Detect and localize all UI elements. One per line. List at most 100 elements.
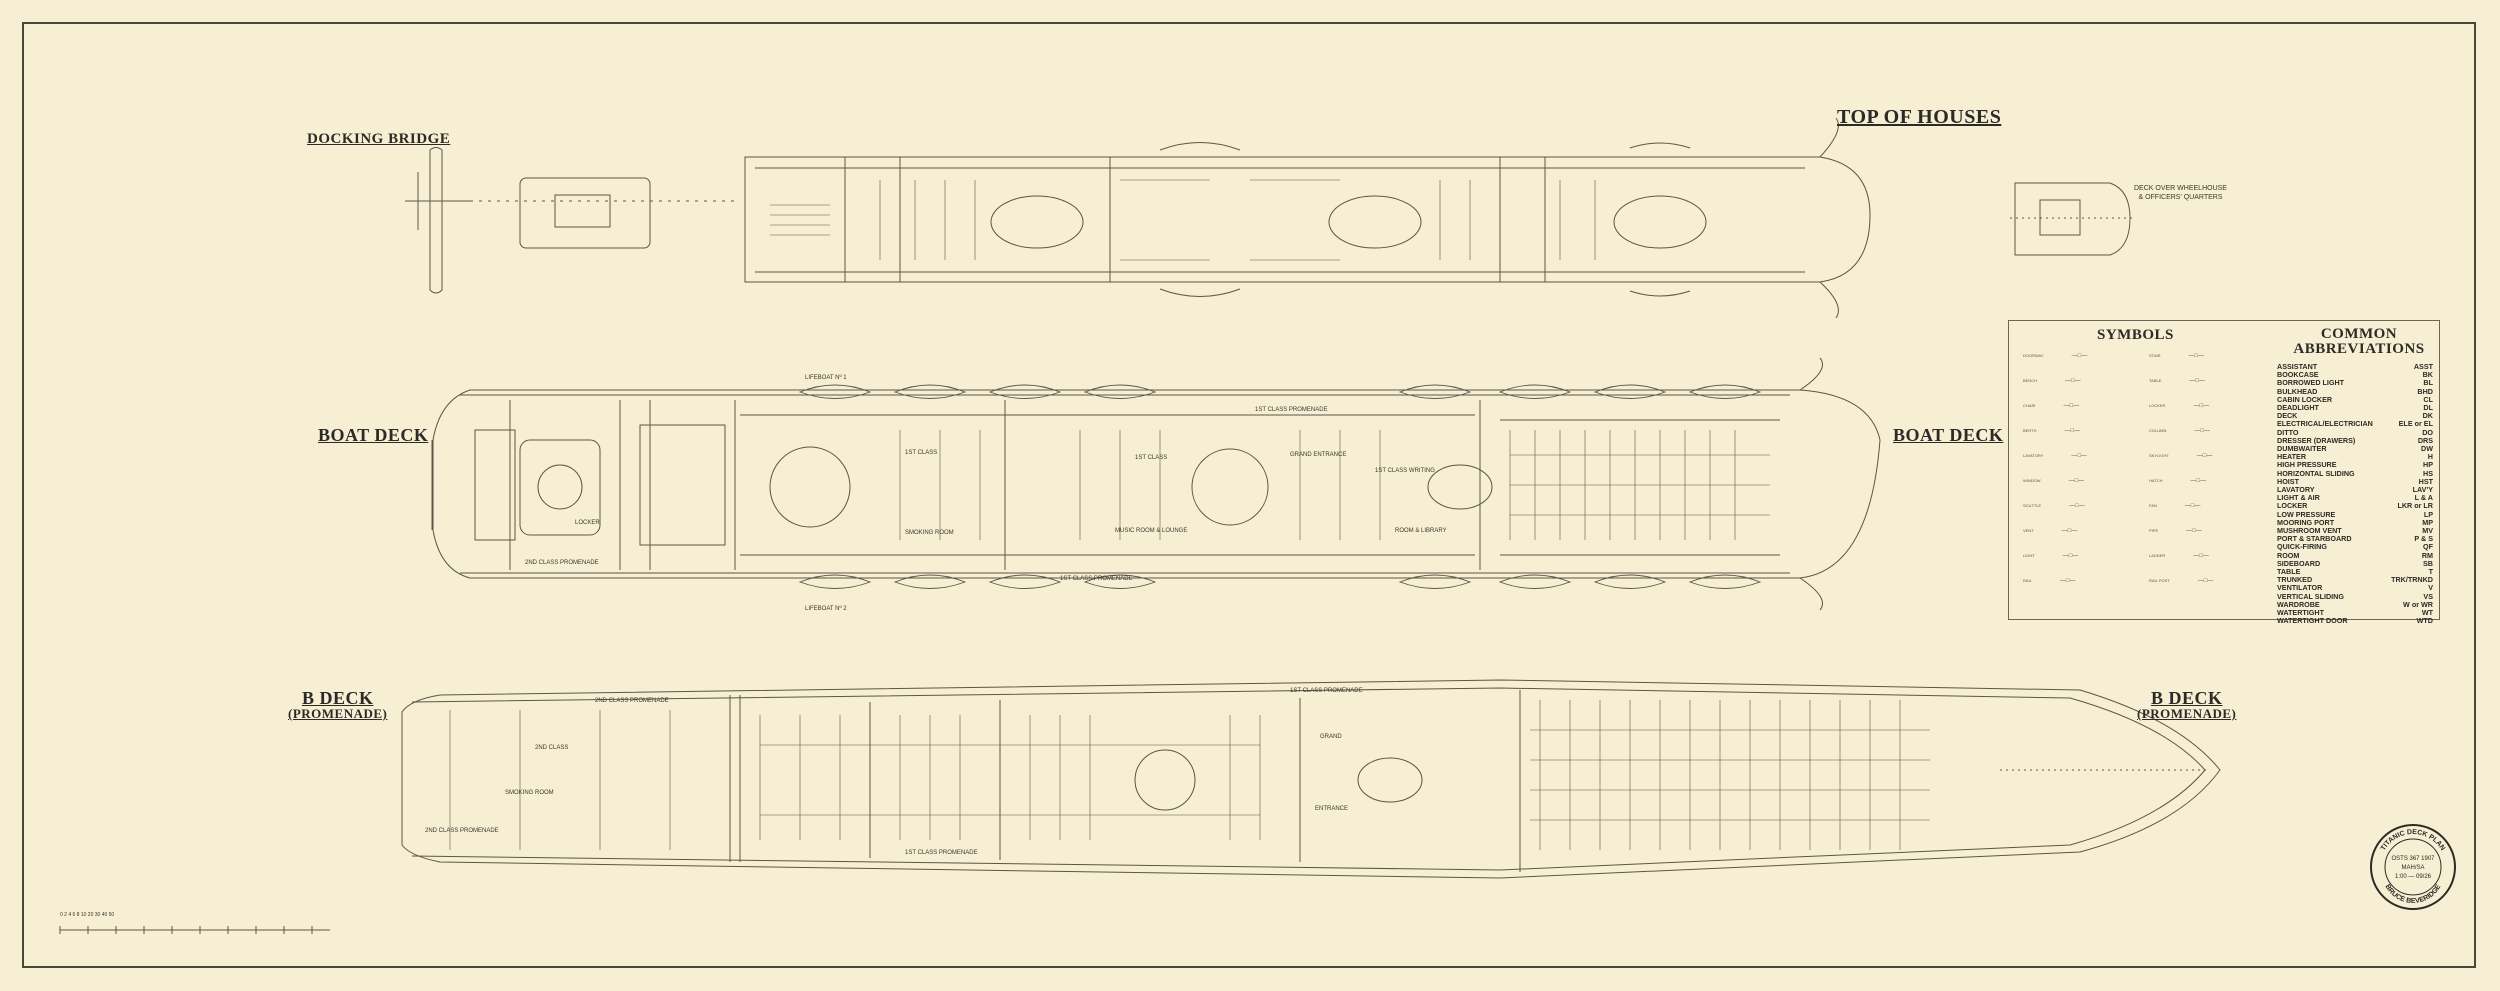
label-music-room: MUSIC ROOM & LOUNGE xyxy=(1115,528,1188,534)
abbreviation-term: BOOKCASE xyxy=(2277,370,2319,380)
abbreviation-term: VERTICAL SLIDING xyxy=(2277,591,2344,601)
symbol-name: STAIR xyxy=(2149,353,2161,358)
abbreviation-row: ROOM RM xyxy=(2277,550,2433,560)
scale-bar xyxy=(59,926,330,934)
abbreviation-code: H xyxy=(2427,452,2433,462)
abbreviation-code: W or WR xyxy=(2403,599,2433,609)
symbol-glyph-icon: —□— xyxy=(2064,428,2081,434)
boat-deck-right-title: BOAT DECK xyxy=(1893,425,2004,445)
symbol-name: LIGHT xyxy=(2023,553,2035,558)
symbol-row: WINDOW—□— xyxy=(2023,478,2084,484)
symbol-glyph-icon: —□— xyxy=(2071,453,2087,459)
label-first-class-writing: 1ST CLASS WRITING xyxy=(1375,468,1435,474)
abbreviation-term: MUSHROOM VENT xyxy=(2277,526,2342,536)
abbreviation-code: DW xyxy=(2421,444,2433,454)
abbreviation-code: LAV'Y xyxy=(2412,485,2433,495)
abbreviation-term: QUICK-FIRING xyxy=(2277,542,2327,552)
abbreviation-code: HP xyxy=(2423,460,2433,470)
abbreviation-row: QUICK-FIRING QF xyxy=(2277,543,2433,551)
top-of-houses-title: TOP OF HOUSES xyxy=(1837,106,2002,128)
abbreviation-term: LOCKER xyxy=(2277,501,2308,511)
abbreviation-code: BHD xyxy=(2417,386,2433,396)
abbreviation-term: BORROWED LIGHT xyxy=(2277,378,2345,388)
abbreviation-code: DRS xyxy=(2417,435,2433,445)
abbreviation-row: WARDROBE W or WR xyxy=(2277,599,2433,609)
label-lifeboat-1: LIFEBOAT Nº 1 xyxy=(805,375,847,381)
boat-deck-lifeboats xyxy=(798,384,1762,589)
b-deck-right-line1: B DECK xyxy=(2150,688,2223,708)
symbol-row: LIGHT —□— xyxy=(2023,553,2078,559)
symbol-row: HATCH —□— xyxy=(2149,478,2206,484)
abbreviation-term: HORIZONTAL SLIDING xyxy=(2277,468,2355,478)
abbreviation-row: BORROWED LIGHT BL xyxy=(2277,379,2433,387)
abbreviation-code: HST xyxy=(2418,476,2433,486)
abbreviation-code: RM xyxy=(2421,550,2433,560)
abbreviation-term: WARDROBE xyxy=(2277,599,2320,609)
label-second-class-promenade: 2ND CLASS PROMENADE xyxy=(525,560,599,566)
symbol-glyph-icon: —□— xyxy=(2059,578,2076,584)
abbreviation-row: HIGH PRESSURE HP xyxy=(2277,461,2433,469)
abbreviation-code: BL xyxy=(2423,378,2433,388)
symbol-name: BERTH xyxy=(2023,428,2037,433)
label-first-class-2: 1ST CLASS xyxy=(1135,455,1168,461)
abbreviation-code: MV xyxy=(2422,526,2433,536)
symbol-name: VENT xyxy=(2023,528,2034,533)
label-b-first-class-promenade-2: 1ST CLASS PROMENADE xyxy=(905,850,978,856)
symbol-row: PIPE—□— xyxy=(2149,528,2202,534)
symbol-glyph-icon: —□— xyxy=(2190,478,2207,484)
label-lifeboat-2: LIFEBOAT Nº 2 xyxy=(805,606,847,612)
abbreviation-term: SIDEBOARD xyxy=(2277,558,2321,568)
abbreviation-term: ELECTRICAL/ELECTRICIAN xyxy=(2277,419,2373,429)
symbol-row: LAVATORY—□— xyxy=(2023,453,2087,459)
abbreviation-code: DL xyxy=(2423,403,2433,413)
abbreviation-term: DEADLIGHT xyxy=(2277,403,2319,413)
symbol-row: DOORWAY—□— xyxy=(2023,353,2087,359)
abbreviation-code: DK xyxy=(2422,411,2433,421)
plan-seal: TITANIC DECK PLAN BRUCE BEVERIDGE OSTS 3… xyxy=(2370,824,2456,910)
top-of-houses-plan xyxy=(744,117,1871,319)
symbol-row: RAIL POST—□— xyxy=(2149,578,2213,584)
b-deck-right-title: B DECK (PROMENADE) xyxy=(2137,688,2236,722)
docking-bridge-plan xyxy=(405,147,740,294)
abbreviation-code: V xyxy=(2428,583,2433,593)
abbreviation-code: WTD xyxy=(2416,616,2433,626)
symbol-glyph-icon: —□— xyxy=(2062,553,2079,559)
symbol-glyph-icon: —□— xyxy=(2188,353,2205,359)
label-b-second-class-promenade-2: 2ND CLASS PROMENADE xyxy=(425,828,499,834)
symbol-glyph-icon: —□— xyxy=(2061,528,2078,534)
symbol-row: LADDER—□— xyxy=(2149,553,2209,559)
wheelhouse-label-line1: DECK OVER WHEELHOUSE xyxy=(2134,185,2227,192)
abbreviation-code: L & A xyxy=(2414,493,2433,503)
abbreviation-term: DECK xyxy=(2277,411,2298,421)
abbreviation-term: HIGH PRESSURE xyxy=(2277,460,2337,470)
symbol-row: SKYLIGHT—□— xyxy=(2149,453,2212,459)
abbreviation-term: HOIST xyxy=(2277,476,2299,486)
symbol-name: PIPE xyxy=(2149,528,2159,533)
symbol-name: COLUMN xyxy=(2149,428,2167,433)
b-deck-plan xyxy=(401,679,2221,879)
abbreviations-title-line1: COMMON xyxy=(2320,326,2398,342)
abbreviation-code: MP xyxy=(2422,517,2433,527)
abbreviation-row: MUSHROOM VENT MV xyxy=(2277,526,2433,536)
abbreviations-title: COMMON ABBREVIATIONS xyxy=(2279,327,2439,357)
abbreviations-title-line2: ABBREVIATIONS xyxy=(2293,341,2425,357)
abbreviation-row: DRESSER (DRAWERS)DRS xyxy=(2277,435,2433,445)
symbol-name: HATCH xyxy=(2149,478,2163,483)
abbreviation-code: QF xyxy=(2423,542,2433,552)
label-smoking-room: SMOKING ROOM xyxy=(905,530,954,536)
scale-label: 0 2 4 6 8 10 20 30 40 50 xyxy=(60,912,115,918)
label-b-smoking-room: SMOKING ROOM xyxy=(505,790,554,796)
symbol-row: COLUMN—□— xyxy=(2149,428,2210,434)
symbol-glyph-icon: —□— xyxy=(2196,453,2213,459)
abbreviation-term: ROOM xyxy=(2277,550,2300,560)
